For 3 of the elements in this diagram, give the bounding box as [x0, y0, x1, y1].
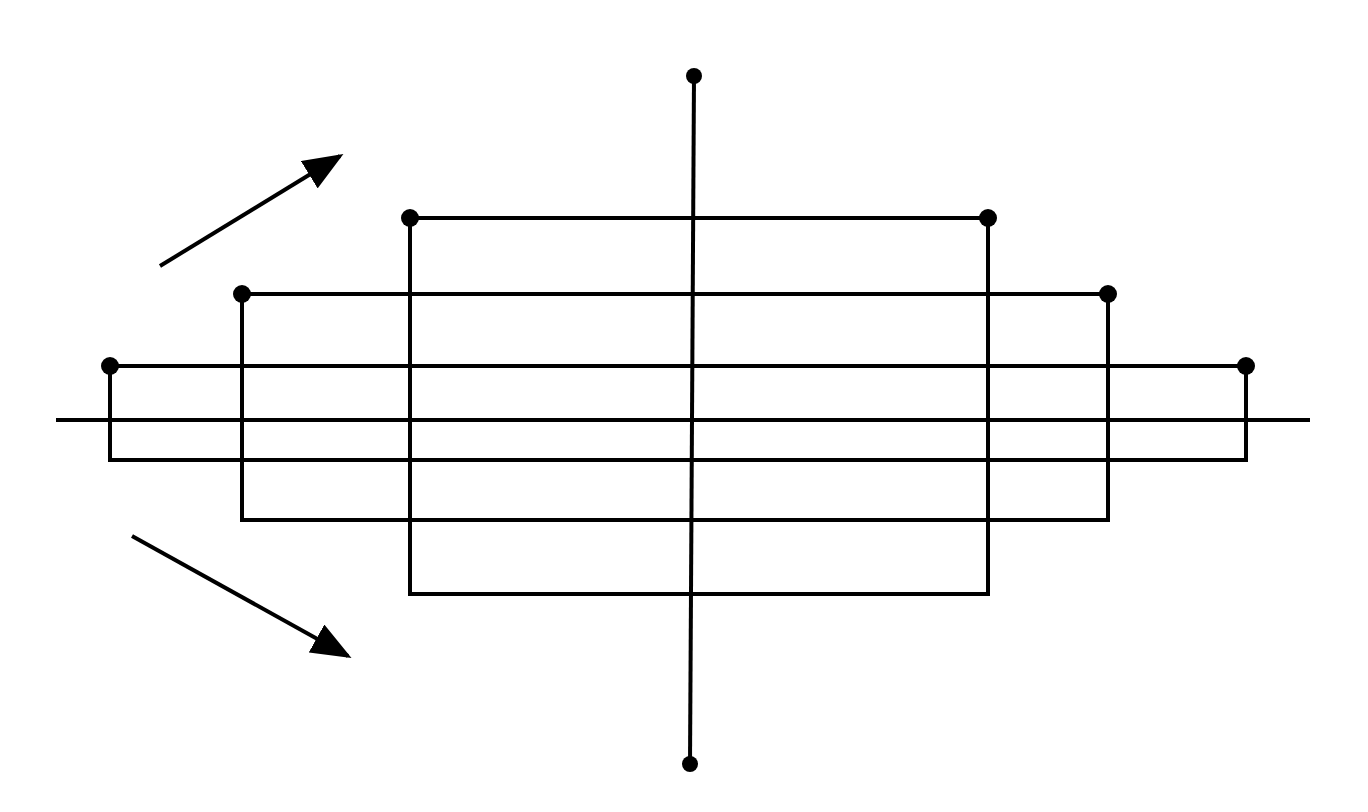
rectangle-outline: [240, 292, 1110, 522]
rectangle-outline: [108, 364, 1248, 462]
rectangle-outline: [408, 216, 990, 596]
